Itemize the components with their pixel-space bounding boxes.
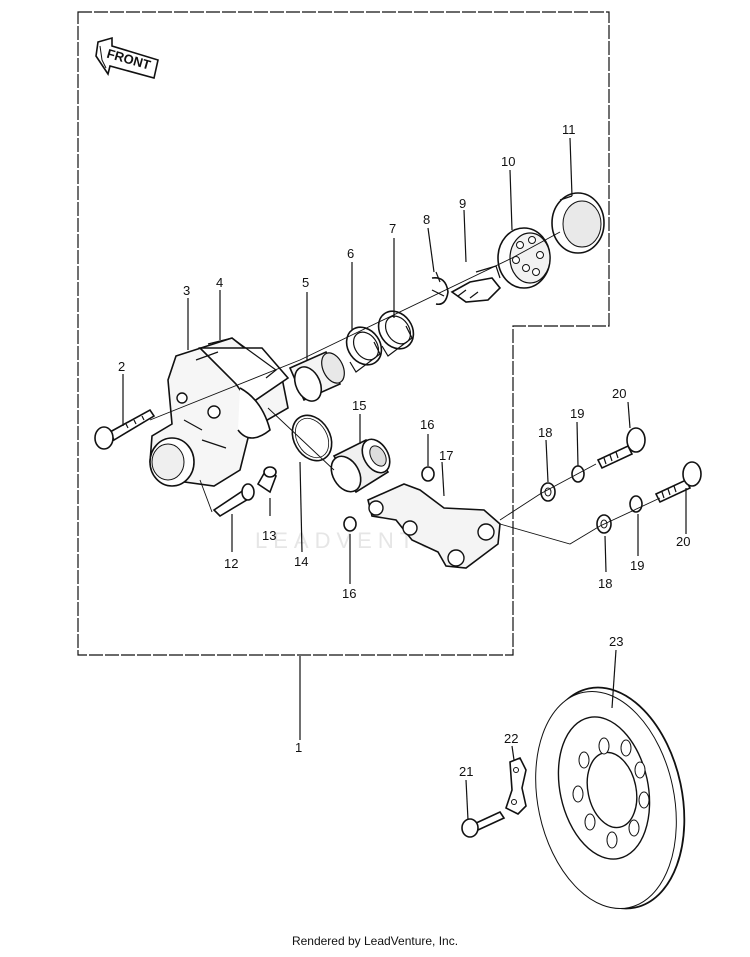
callout-5: 5 <box>302 275 309 290</box>
bleeder-valve-12 <box>212 483 255 518</box>
callout-13: 13 <box>262 528 276 543</box>
callout-18-upper: 18 <box>538 425 552 440</box>
dust-seal-7 <box>377 310 415 357</box>
disc-bolt-21 <box>461 810 506 838</box>
anti-rattle-clip-8 <box>431 271 449 306</box>
callout-9: 9 <box>459 196 466 211</box>
callout-15: 15 <box>352 398 366 413</box>
assembly-frame <box>77 11 610 656</box>
callout-11: 11 <box>562 122 576 137</box>
callout-21: 21 <box>459 764 473 779</box>
lock-plate-22 <box>505 756 527 815</box>
callout-20-upper: 20 <box>612 386 626 401</box>
callout-4: 4 <box>216 275 223 290</box>
mounting-bolt-20-lower <box>654 461 702 504</box>
front-arrow-badge: FRONT <box>95 36 159 79</box>
caliper-bolt-2 <box>94 408 156 450</box>
piston-seal-6 <box>345 326 383 373</box>
caliper-bracket-17 <box>367 483 501 569</box>
callout-22: 22 <box>504 731 518 746</box>
callouts: 1 2 3 4 5 6 7 8 9 10 11 12 13 14 15 16 1… <box>118 122 690 779</box>
callout-17: 17 <box>439 448 453 463</box>
credit-footer: Rendered by LeadVenture, Inc. <box>291 934 459 948</box>
callout-6: 6 <box>347 246 354 261</box>
pad-spring-9 <box>450 265 502 303</box>
boot-15 <box>330 438 391 494</box>
callout-10: 10 <box>501 154 515 169</box>
brake-disc-23 <box>535 686 686 910</box>
callout-8: 8 <box>423 212 430 227</box>
callout-19-upper: 19 <box>570 406 584 421</box>
callout-23: 23 <box>609 634 623 649</box>
axis-lines <box>149 231 661 545</box>
o-ring-16-upper <box>421 466 435 482</box>
callout-3: 3 <box>183 283 190 298</box>
piston-5 <box>288 350 345 402</box>
callout-1: 1 <box>295 740 302 755</box>
callout-7: 7 <box>389 221 396 236</box>
mounting-bolt-20-upper <box>596 427 646 470</box>
brake-pad-10 <box>497 227 551 289</box>
callout-14: 14 <box>294 554 308 569</box>
callout-18-lower: 18 <box>598 576 612 591</box>
callout-16-lower: 16 <box>342 586 356 601</box>
callout-16-upper: 16 <box>420 417 434 432</box>
caliper-body-3 <box>149 337 290 487</box>
callout-12: 12 <box>224 556 238 571</box>
leader-lines <box>122 137 687 821</box>
pad-plate-11 <box>551 192 605 254</box>
callout-19-lower: 19 <box>630 558 644 573</box>
callout-20-lower: 20 <box>676 534 690 549</box>
retaining-ring-14 <box>291 414 333 462</box>
o-ring-16-lower <box>343 516 357 532</box>
bleeder-cap-13 <box>256 466 277 494</box>
callout-2: 2 <box>118 359 125 374</box>
